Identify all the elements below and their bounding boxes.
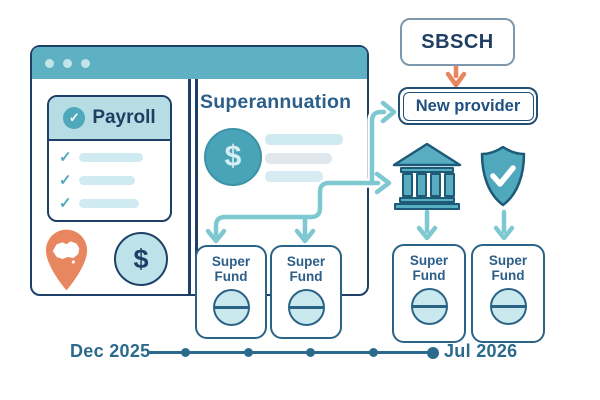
window-control-dot [45,58,54,68]
super-fund-label: Super Fund [286,254,326,285]
arrow-right-icon [380,100,397,124]
connector-to-new-provider [369,109,387,186]
text-placeholder-bar [265,171,323,182]
superannuation-title: Superannuation [200,91,352,113]
text-placeholder-bar [265,134,343,145]
timeline-dot [305,348,315,357]
minus-circle-icon [287,289,325,327]
checkmark-icon: ✓ [59,195,72,212]
payroll-panel: ✓ Payroll ✓ ✓ ✓ [47,95,172,222]
super-fund-label: Super Fund [409,253,449,284]
text-placeholder-bar [265,153,332,164]
timeline-line [148,351,433,354]
dollar-circle-icon: $ [114,232,168,286]
super-fund-card: Super Fund [471,244,545,343]
super-fund-card: Super Fund [270,245,342,339]
text-placeholder-bar [78,176,135,185]
australia-location-pin-icon [41,227,92,298]
minus-circle-icon [212,289,250,327]
payroll-header: ✓ Payroll [49,97,170,141]
checklist-row: ✓ [59,150,162,165]
super-fund-label: Super Fund [488,253,528,284]
checkmark-icon: ✓ [59,149,72,166]
window-control-dot [63,58,72,68]
arrow-down-orange-icon [445,71,467,88]
text-placeholder-bar [78,199,139,208]
sbsch-box: SBSCH [400,18,515,66]
super-fund-card: Super Fund [392,244,466,343]
window-titlebar [32,47,367,79]
timeline-end-label: Jul 2026 [444,341,518,361]
timeline-dot [180,348,190,357]
timeline-dot [427,346,439,359]
minus-circle-icon [489,288,527,326]
arrow-right-icon [374,171,392,195]
bank-icon [391,141,463,216]
arrow-down-icon [416,225,438,241]
shield-check-icon [478,144,528,213]
timeline-dot [243,348,253,357]
checkmark-icon: ✓ [59,172,72,189]
check-circle-icon: ✓ [63,107,86,129]
arrow-down-icon [493,225,515,241]
dollar-circle-icon: $ [204,128,262,186]
timeline-start-label: Dec 2025 [70,341,151,361]
pane-divider [188,79,191,294]
payroll-checklist: ✓ ✓ ✓ [49,141,170,211]
checklist-row: ✓ [59,196,162,211]
minus-circle-icon [410,288,448,326]
pane-divider [195,79,198,294]
new-provider-box: New provider [398,87,538,125]
timeline-dot [368,348,378,357]
super-fund-label: Super Fund [211,254,251,285]
checklist-row: ✓ [59,173,162,188]
super-fund-card: Super Fund [195,245,267,339]
payroll-title: Payroll [92,107,156,128]
new-provider-label: New provider [402,91,534,121]
window-control-dot [81,58,90,68]
text-placeholder-bar [78,153,143,162]
